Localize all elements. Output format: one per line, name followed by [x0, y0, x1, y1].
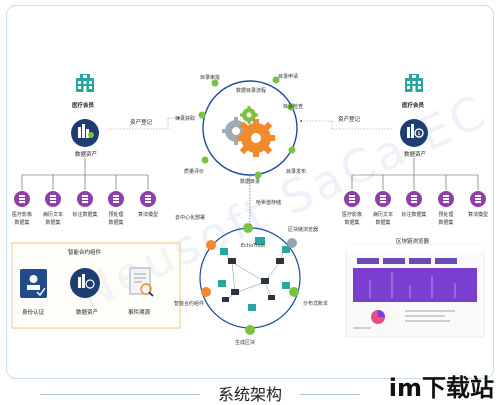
site-logo: im下载站: [388, 374, 494, 402]
bottom-divider-right: [300, 394, 360, 395]
right-item-line2: 数据集: [438, 220, 454, 226]
gear-icon-orange: [237, 119, 275, 157]
catalog-step-node: [201, 156, 209, 164]
catalog-step-node: [288, 146, 296, 154]
database-icon: [108, 191, 124, 207]
left-item-line1: 算法模型: [137, 212, 159, 218]
smart-contract-title: 智能合约组件: [68, 250, 102, 256]
catalog-step-label: 目录获取: [175, 116, 196, 122]
catalog-step-label: 质量评价: [184, 169, 205, 175]
left-item-line2: 数据集: [108, 220, 124, 226]
catalog-step-node: [198, 111, 206, 119]
outer-frame: [6, 5, 494, 379]
right-item-line2: 数据集: [375, 220, 391, 226]
chain-node: [201, 287, 211, 297]
left-item-line1: 医疗影像: [11, 212, 33, 218]
database-icon: [406, 191, 422, 207]
left-item-line1: 预处理: [108, 212, 124, 218]
hospital-icon-right: [405, 74, 423, 92]
catalog-step-label: 目录审批: [200, 75, 221, 81]
data-asset-icon-right: $: [400, 119, 428, 147]
database-icon: [45, 191, 61, 207]
catalog-step-label: 目录发布: [286, 169, 307, 175]
bottom-divider-left: [40, 394, 200, 395]
contract-item-event-trace: 事件溯源: [128, 310, 151, 316]
svg-text:$: $: [417, 131, 420, 137]
chain-label: 区块链浏览器: [288, 227, 319, 233]
right-group-subtitle: 数据资产: [404, 152, 427, 158]
database-icon: [438, 191, 454, 207]
chain-node: [245, 325, 255, 335]
database-icon: [375, 191, 391, 207]
chain-node: [289, 287, 299, 297]
contract-item-identity: 身份认证: [22, 310, 45, 316]
right-item-line1: 医疗影像: [341, 212, 363, 218]
catalog-step-node: [287, 103, 295, 111]
chain-label: 生成区块: [235, 340, 256, 346]
catalog-step-label: 目录申请: [278, 74, 299, 80]
chain-label: 去中心化部署: [175, 215, 206, 221]
database-icon: [140, 191, 156, 207]
left-flow-label: 资产登记: [130, 120, 153, 126]
hospital-icon-left: [76, 74, 94, 92]
right-group-title: 医疗会员: [402, 103, 425, 109]
left-item-line1: 标注数据集: [72, 212, 98, 218]
chain-node: [287, 238, 297, 248]
blockchain-browser-screenshot: [345, 244, 485, 338]
right-item-line1: 算法模型: [467, 212, 489, 218]
right-flow-label: 资产登记: [338, 117, 361, 123]
left-tree-lines: [21, 158, 149, 190]
document-search-icon: [129, 267, 154, 297]
catalog-step-label: 目录检查: [283, 104, 304, 110]
chain-node: [206, 240, 216, 250]
right-item-line1: 病历文本: [372, 212, 394, 218]
id-card-icon: [20, 269, 47, 298]
data-asset-icon-left: [71, 119, 99, 147]
database-icon: [14, 191, 30, 207]
catalog-cycle: [202, 80, 298, 176]
right-item-line1: 预处理: [438, 212, 454, 218]
right-flow-arrow: [299, 119, 392, 130]
database-icon: [470, 191, 486, 207]
right-item-line2: 数据集: [344, 220, 360, 226]
gear-icon-green: [240, 106, 258, 124]
left-item-line2: 数据集: [45, 220, 61, 226]
right-item-line1: 标注数据集: [401, 212, 427, 218]
left-flow-arrow: [108, 116, 181, 130]
catalog-step-node: [272, 76, 280, 84]
chain-node: [243, 223, 253, 233]
catalog-step-node: [254, 171, 262, 179]
chain-label: 智能合约组件: [174, 301, 205, 307]
chain-label: 分布式账本: [303, 301, 329, 307]
chain-center-label: EchoTrust: [241, 243, 266, 249]
smart-contract-box: [11, 242, 181, 329]
catalog-step-label: 数据目录: [240, 179, 261, 185]
data-asset-icon-contract: [70, 268, 100, 298]
database-icon: [77, 191, 93, 207]
left-group-subtitle: 数据资产: [75, 152, 98, 158]
left-item-line2: 数据集: [14, 220, 30, 226]
blockchain-browser-title: 区块链浏览器: [396, 239, 430, 245]
catalog-center-label: 数据目录流程: [236, 88, 267, 94]
right-tree-lines: [351, 158, 479, 190]
left-item-line1: 病历文本: [42, 212, 64, 218]
catalog-step-node: [211, 79, 219, 87]
chain-label: 哈希值存储: [256, 200, 282, 206]
database-icon: [344, 191, 360, 207]
bottom-title: 系统架构: [217, 385, 282, 404]
left-group-title: 医疗会员: [72, 103, 95, 109]
contract-item-data-asset: 数据资产: [76, 310, 99, 316]
